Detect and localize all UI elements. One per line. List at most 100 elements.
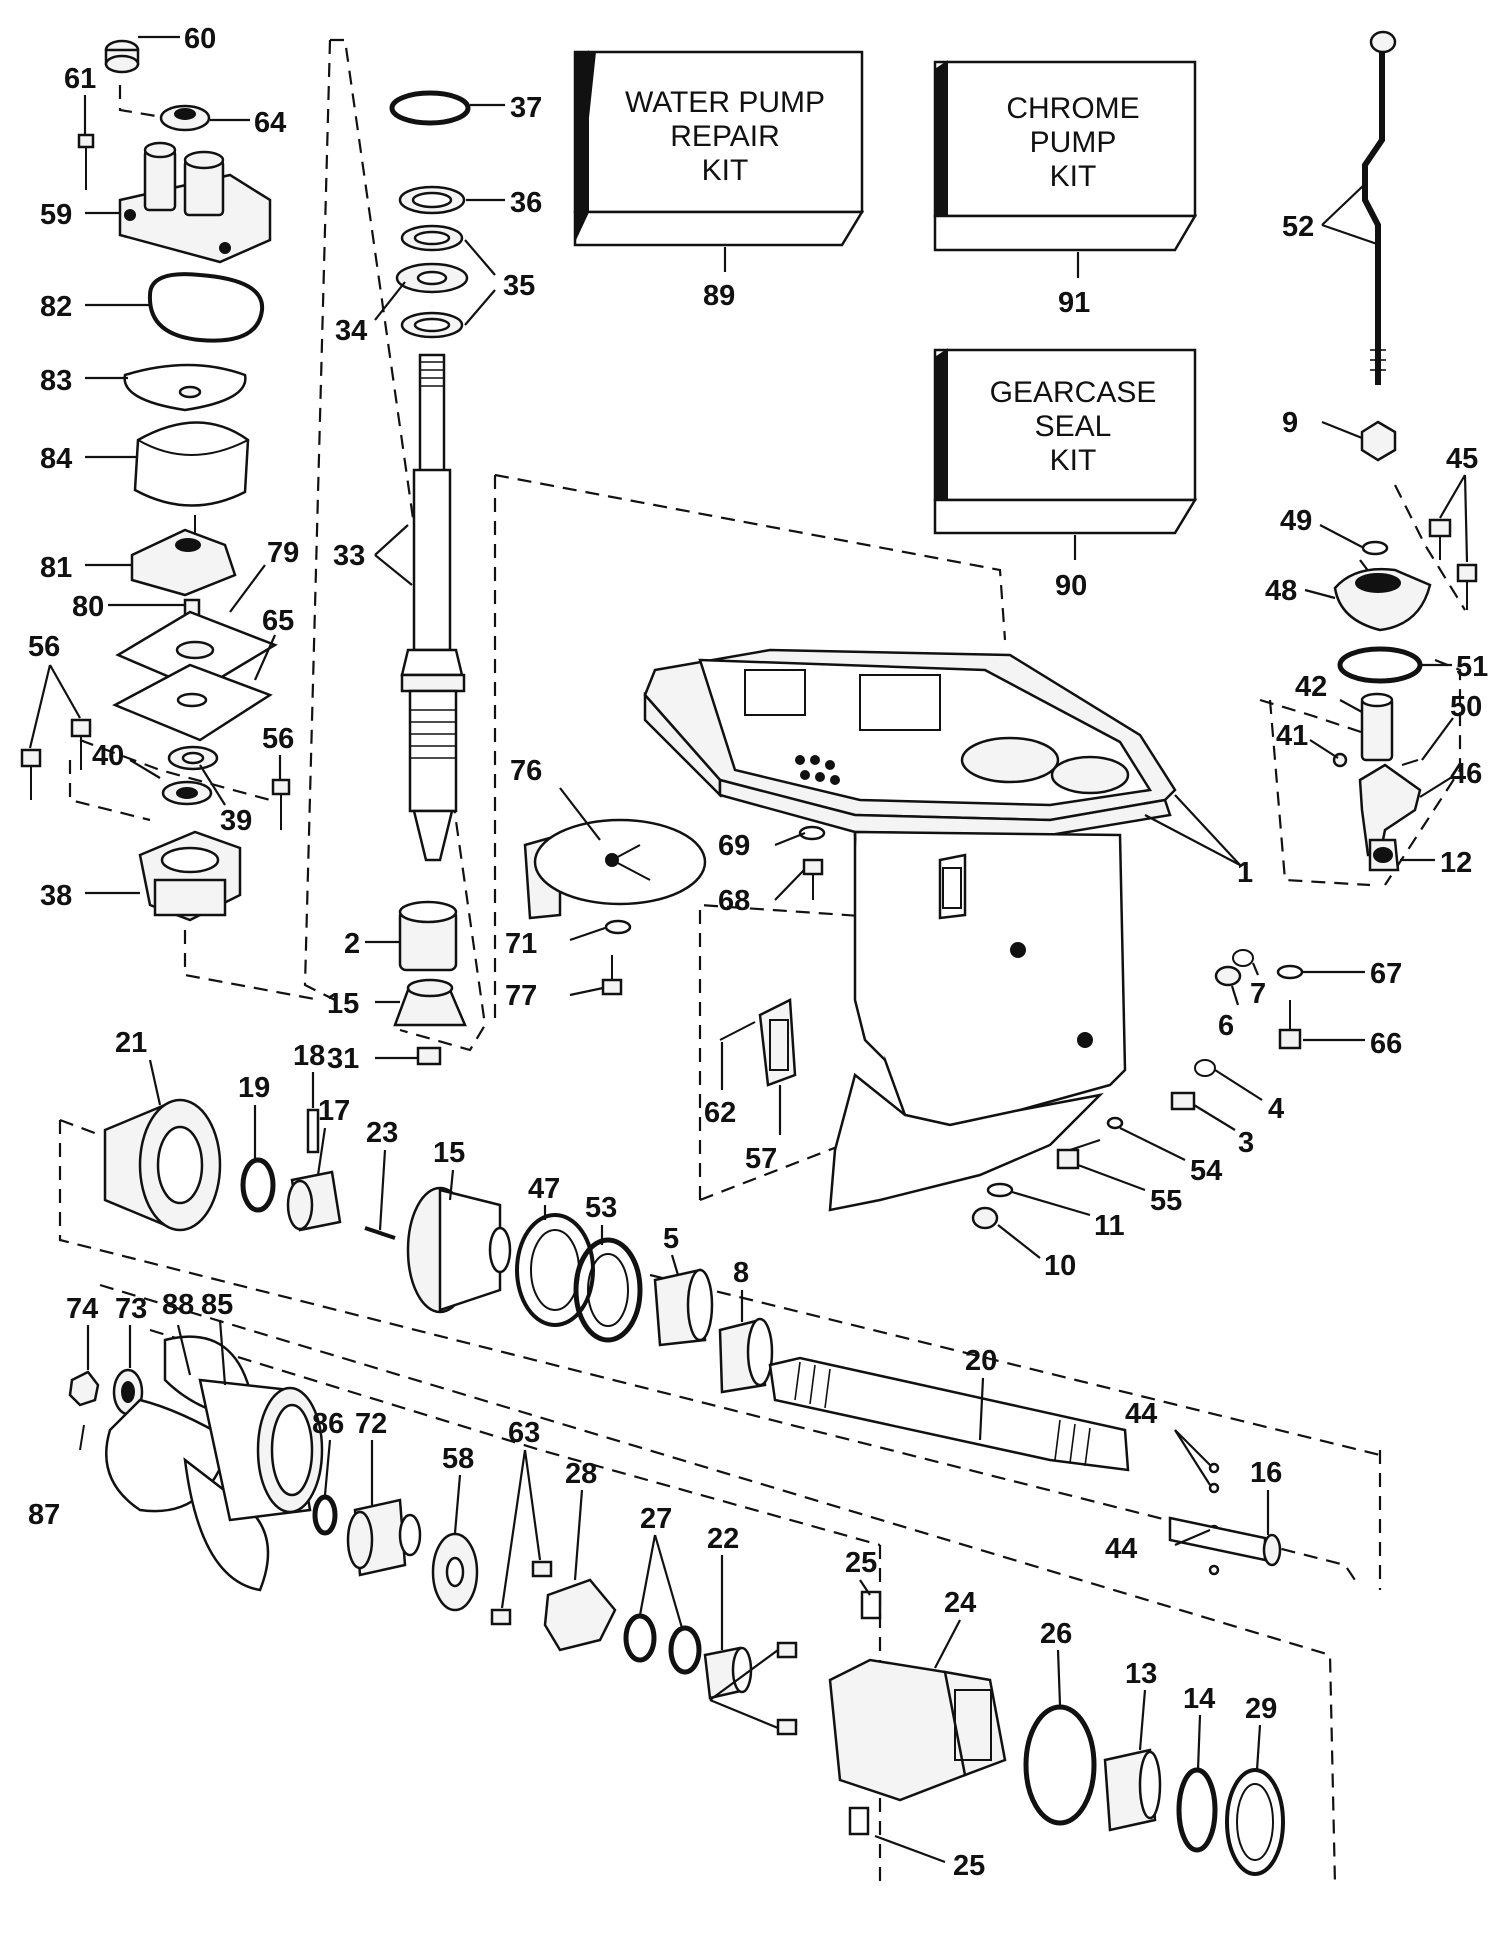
callout-60: 60 xyxy=(184,23,216,55)
callout-7: 7 xyxy=(1250,978,1266,1010)
callout-15-gear: 15 xyxy=(433,1137,465,1169)
callout-6: 6 xyxy=(1218,1010,1234,1042)
callout-20: 20 xyxy=(965,1345,997,1377)
callout-61: 61 xyxy=(64,63,96,95)
callout-80: 80 xyxy=(72,591,104,623)
callout-4: 4 xyxy=(1268,1093,1284,1125)
callout-72: 58 xyxy=(442,1443,474,1475)
callout-49: 49 xyxy=(1280,505,1312,537)
driveshaft-parts xyxy=(389,90,471,1066)
callout-67: 67 xyxy=(1370,958,1402,990)
kit-gearcase-seal-line-3: KIT xyxy=(1050,444,1097,477)
callout-88: 88 xyxy=(162,1289,194,1321)
kit-chrome-pump-line-1: CHROME xyxy=(1006,92,1139,125)
callout-46: 46 xyxy=(1450,758,1482,790)
gearcase-housing xyxy=(643,648,1177,1212)
callout-62: 62 xyxy=(704,1097,736,1129)
callout-57: 57 xyxy=(745,1143,777,1175)
kit-ref-91: 91 xyxy=(1058,287,1090,319)
callout-82: 82 xyxy=(40,291,72,323)
callout-77: 77 xyxy=(505,980,537,1012)
callout-69: 69 xyxy=(718,830,750,862)
callout-2: 2 xyxy=(344,928,360,960)
callout-22-top: 25 xyxy=(845,1547,877,1579)
callout-42: 42 xyxy=(1295,671,1327,703)
callout-41: 41 xyxy=(1276,720,1308,752)
callout-33: 33 xyxy=(333,540,365,572)
propshaft-upper-parts xyxy=(103,1098,1282,1576)
callout-31: 31 xyxy=(327,1043,359,1075)
kit-box-chrome-pump xyxy=(933,60,1198,252)
callout-28: 27 xyxy=(640,1503,672,1535)
callout-44-upper: 44 xyxy=(1125,1398,1157,1430)
callout-24: 26 xyxy=(1040,1618,1072,1650)
callout-74: 74 xyxy=(66,1293,98,1325)
callout-65: 65 xyxy=(262,605,294,637)
callout-86: 72 xyxy=(355,1408,387,1440)
propeller-lower-parts xyxy=(68,1335,1285,1876)
callout-18: 18 xyxy=(293,1040,325,1072)
callout-87: 86 xyxy=(312,1408,344,1440)
callout-8: 8 xyxy=(733,1257,749,1289)
callout-11: 11 xyxy=(1094,1210,1125,1242)
callout-76: 76 xyxy=(510,755,542,787)
callout-48: 48 xyxy=(1265,575,1297,607)
kit-gearcase-seal-line-1: GEARCASE xyxy=(990,376,1157,409)
callout-22-bottom: 25 xyxy=(953,1850,985,1882)
callout-10: 10 xyxy=(1044,1250,1076,1282)
callout-55: 55 xyxy=(1150,1185,1182,1217)
kit-ref-90: 90 xyxy=(1055,570,1087,602)
callout-15-pinion: 15 xyxy=(327,988,359,1020)
gearcase-misc-parts xyxy=(523,818,1304,1230)
callout-52: 52 xyxy=(1282,211,1314,243)
callout-84: 84 xyxy=(40,443,72,475)
callout-71: 71 xyxy=(505,928,537,960)
callout-27: 22 xyxy=(707,1523,739,1555)
callout-59: 59 xyxy=(40,199,72,231)
kit-box-water-pump xyxy=(573,50,865,247)
callout-17: 17 xyxy=(318,1095,350,1127)
callout-3: 3 xyxy=(1238,1127,1254,1159)
leader-lines xyxy=(28,35,1469,1864)
callout-47: 47 xyxy=(528,1173,560,1205)
kit-box-gearcase-seal xyxy=(933,348,1198,535)
callout-56-right: 56 xyxy=(262,723,294,755)
callout-19: 19 xyxy=(238,1072,270,1104)
callout-25: 24 xyxy=(944,1587,976,1619)
callout-50: 50 xyxy=(1450,691,1482,723)
callout-64: 64 xyxy=(254,107,286,139)
callout-53: 53 xyxy=(585,1192,617,1224)
callout-35: 35 xyxy=(503,270,535,302)
callout-81: 81 xyxy=(40,552,72,584)
kit-water-pump-line-1: WATER PUMP xyxy=(625,86,825,119)
callout-21: 21 xyxy=(115,1027,147,1059)
callout-45: 45 xyxy=(1446,443,1478,475)
callout-83: 83 xyxy=(40,365,72,397)
water-pump-parts xyxy=(20,39,291,922)
callout-66: 66 xyxy=(1370,1028,1402,1060)
callout-1: 1 xyxy=(1237,857,1253,889)
kit-water-pump-line-2: REPAIR xyxy=(670,120,779,153)
callout-63: 28 xyxy=(565,1458,597,1490)
callout-26: 13 xyxy=(1125,1658,1157,1690)
callout-9: 9 xyxy=(1282,407,1298,439)
kit-gearcase-seal-line-2: SEAL xyxy=(1035,410,1112,443)
callout-5: 5 xyxy=(663,1223,679,1255)
callout-12: 12 xyxy=(1440,847,1472,879)
callout-79: 79 xyxy=(267,537,299,569)
callout-44-lower: 44 xyxy=(1105,1533,1137,1565)
kit-chrome-pump-line-3: KIT xyxy=(1050,160,1097,193)
callout-73: 73 xyxy=(115,1293,147,1325)
callout-14: 29 xyxy=(1245,1693,1277,1725)
callout-37: 37 xyxy=(510,92,542,124)
callout-85: 85 xyxy=(201,1289,233,1321)
callout-34: 34 xyxy=(335,315,367,347)
callout-16: 16 xyxy=(1250,1457,1282,1489)
callout-51: 51 xyxy=(1456,651,1488,683)
callout-38: 38 xyxy=(40,880,72,912)
callout-75: 87 xyxy=(28,1499,60,1531)
callout-68: 68 xyxy=(718,885,750,917)
callout-58: 63 xyxy=(508,1417,540,1449)
